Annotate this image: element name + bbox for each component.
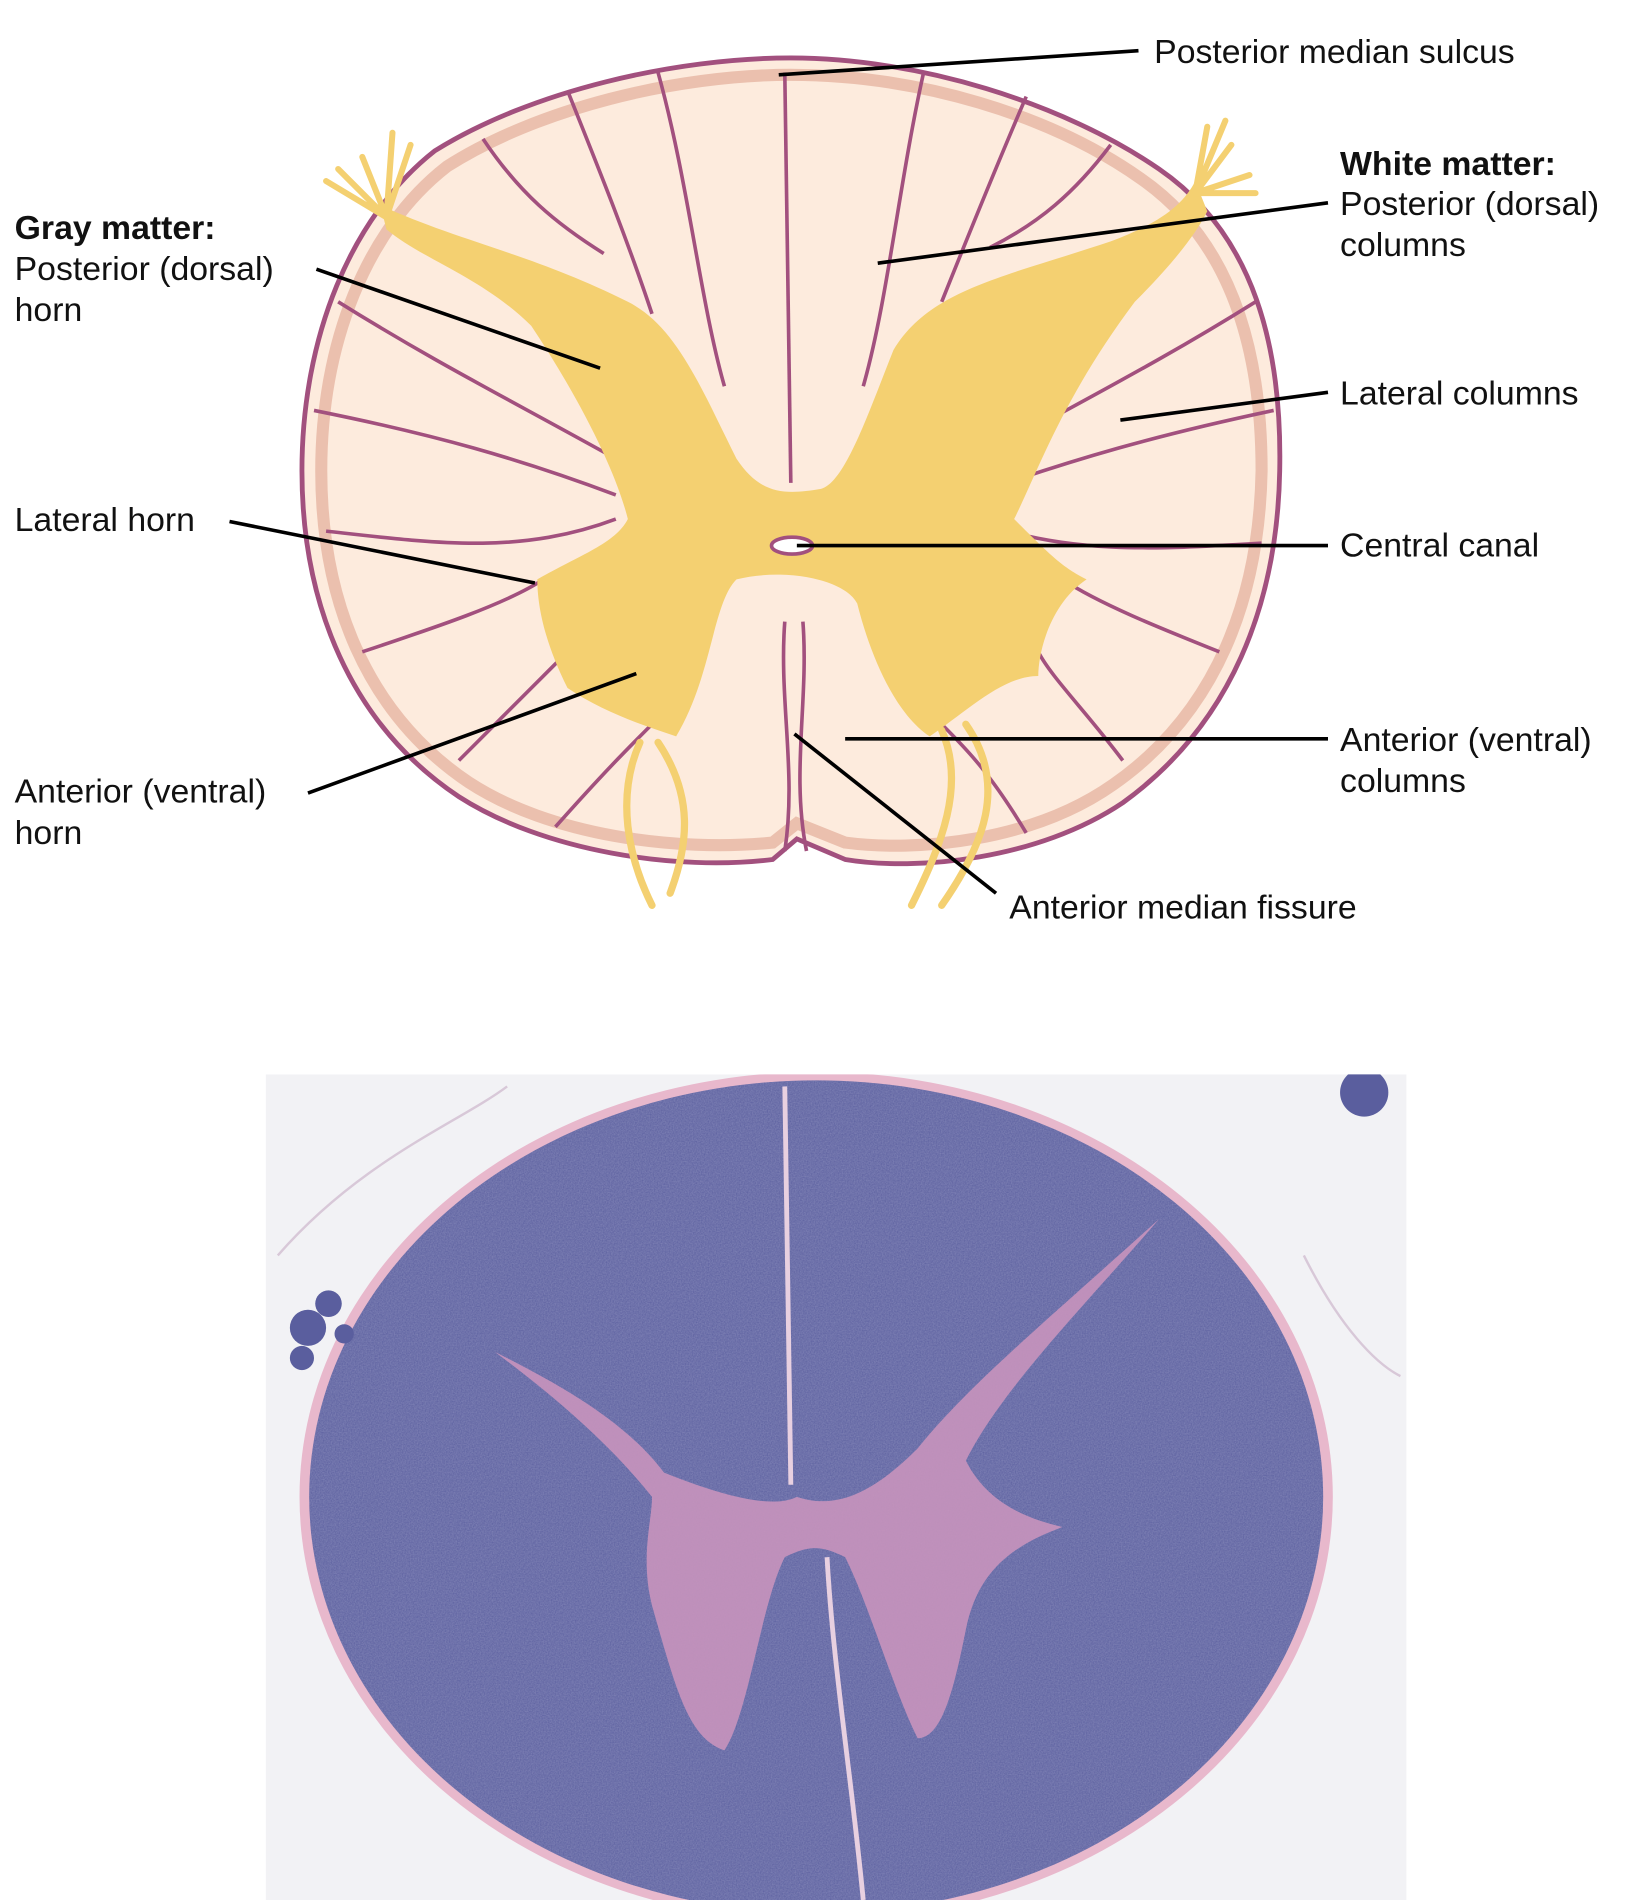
label-white-matter-heading: White matter: [1340,145,1556,183]
dorsal-rootlets [323,117,1259,221]
label-anterior-columns: Anterior (ventral) [1340,721,1592,759]
label-lateral-columns: Lateral columns [1340,374,1578,412]
label-posterior-horn-2: horn [15,291,83,329]
ventral-roots [623,720,992,909]
histology-micrograph [265,1074,1407,1900]
label-anterior-median-fissure: Anterior median fissure [1009,889,1356,927]
label-anterior-columns-2: columns [1340,762,1466,800]
label-posterior-horn: Posterior (dorsal) [15,250,274,288]
label-posterior-columns-2: columns [1340,226,1466,264]
label-posterior-columns: Posterior (dorsal) [1340,185,1599,223]
label-anterior-horn: Anterior (ventral) [15,773,267,811]
label-gray-matter-heading: Gray matter: [15,209,216,247]
leader-lines [229,48,1329,895]
nerve-rootlets [289,1290,354,1371]
gray-matter [380,181,1208,737]
label-posterior-median-sulcus: Posterior median sulcus [1154,33,1514,71]
label-lateral-horn: Lateral horn [15,501,195,539]
labels: Posterior median sulcus White matter: Po… [15,33,1599,927]
cord-illustration [299,55,1283,909]
label-anterior-horn-2: horn [15,814,83,852]
anterior-fissure [781,621,809,852]
label-central-canal: Central canal [1340,526,1539,564]
histology-gray-matter [495,1219,1159,1751]
